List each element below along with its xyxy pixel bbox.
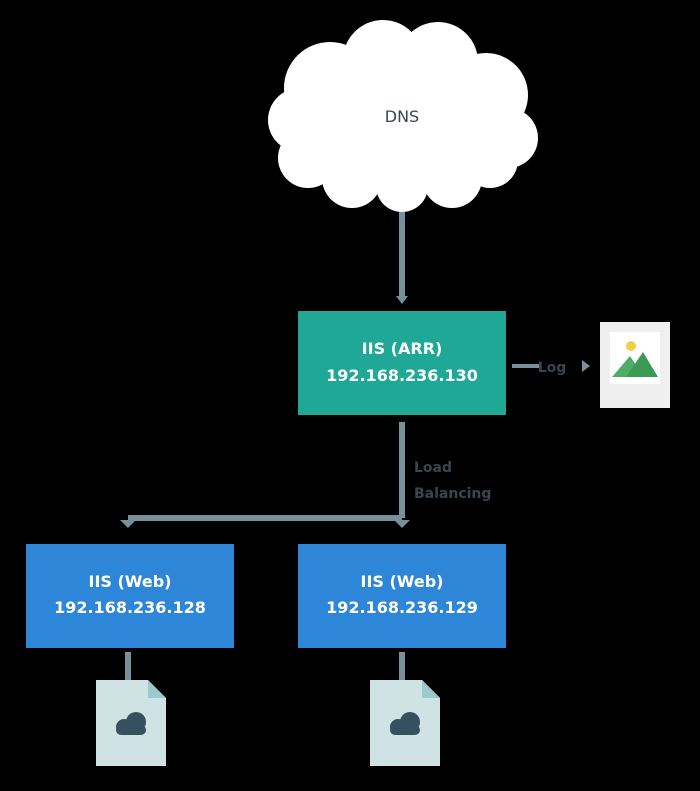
web2-name: IIS (Web) [360,572,443,591]
web-server-2-box: IIS (Web) 192.168.236.129 [298,544,506,648]
arr-name: IIS (ARR) [362,339,443,358]
right-arrowhead [394,520,410,528]
image-icon [600,322,670,408]
load-balancing-line1: Load [414,460,452,476]
arr-to-image-arrowhead [582,360,590,372]
web1-name: IIS (Web) [88,572,171,591]
web-server-1-box: IIS (Web) 192.168.236.128 [26,544,234,648]
dns-label: DNS [385,107,419,126]
document-cloud-icon [96,680,166,766]
left-arrowhead [120,520,136,528]
document-cloud-icon [370,680,440,766]
dns-cloud: DNS [268,20,538,212]
web1-ip: 192.168.236.128 [54,598,206,617]
arr-server-box: IIS (ARR) 192.168.236.130 [298,311,506,415]
dns-to-arr-arrowhead [396,296,408,304]
load-balancing-line2: Balancing [414,486,491,502]
web2-ip: 192.168.236.129 [326,598,478,617]
arr-side-label: Log [538,360,567,376]
connectors [120,212,590,680]
arr-ip: 192.168.236.130 [326,366,478,385]
